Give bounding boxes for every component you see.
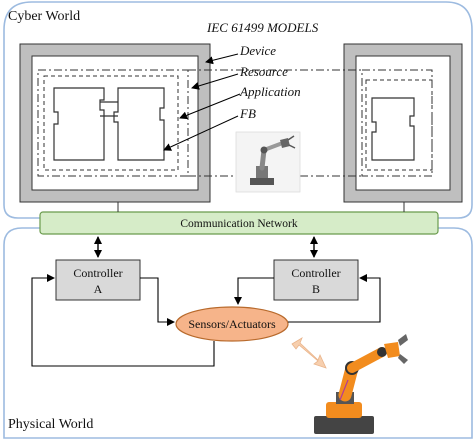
- controller-a-label: Controller: [73, 266, 122, 280]
- sensors-to-controller-a: [31, 274, 215, 367]
- controller-a-id: A: [94, 282, 103, 296]
- controller-b-to-sensors: [234, 277, 274, 305]
- label-device: Device: [239, 43, 276, 58]
- industrial-robot-icon: [314, 334, 408, 434]
- fb-block-1: [53, 87, 105, 161]
- sensors-actuators-node: [175, 306, 289, 342]
- sensors-actuators-label: Sensors/Actuators: [188, 317, 276, 331]
- application-right: [365, 79, 433, 171]
- controller-b-label: Controller: [291, 266, 340, 280]
- controller-b-box: [273, 259, 359, 301]
- fb-block-3: [371, 97, 415, 161]
- cyber-world-zone: [3, 1, 473, 219]
- application-pointer: [179, 93, 241, 120]
- physical-world-label: Physical World: [8, 417, 93, 432]
- label-application: Application: [239, 84, 301, 99]
- cyber-world-label: Cyber World: [8, 9, 80, 24]
- communication-network-label: Communication Network: [180, 218, 297, 230]
- sensors-robot-double-arrow: [291, 337, 327, 369]
- fb-pointer: [163, 115, 239, 151]
- controller-a-box: [55, 259, 141, 301]
- application-left: [43, 75, 179, 171]
- resource-left: [37, 69, 189, 177]
- iec-models-title: IEC 61499 MODELS: [206, 20, 319, 35]
- label-resource: Resource: [239, 64, 288, 79]
- controller-a-to-sensors: [140, 277, 175, 326]
- label-fb: FB: [239, 106, 256, 121]
- fb-block-2: [113, 87, 165, 161]
- resource-pointer: [191, 73, 239, 90]
- sensors-to-controller-b: [288, 274, 381, 323]
- device-left: [19, 43, 211, 203]
- robot-arm-icon: [235, 131, 301, 193]
- communication-network-bar: [39, 211, 439, 235]
- device-pointer: [205, 53, 239, 65]
- physical-world-zone: [3, 227, 473, 439]
- controller-b-id: B: [312, 282, 320, 296]
- device-right: [343, 43, 463, 203]
